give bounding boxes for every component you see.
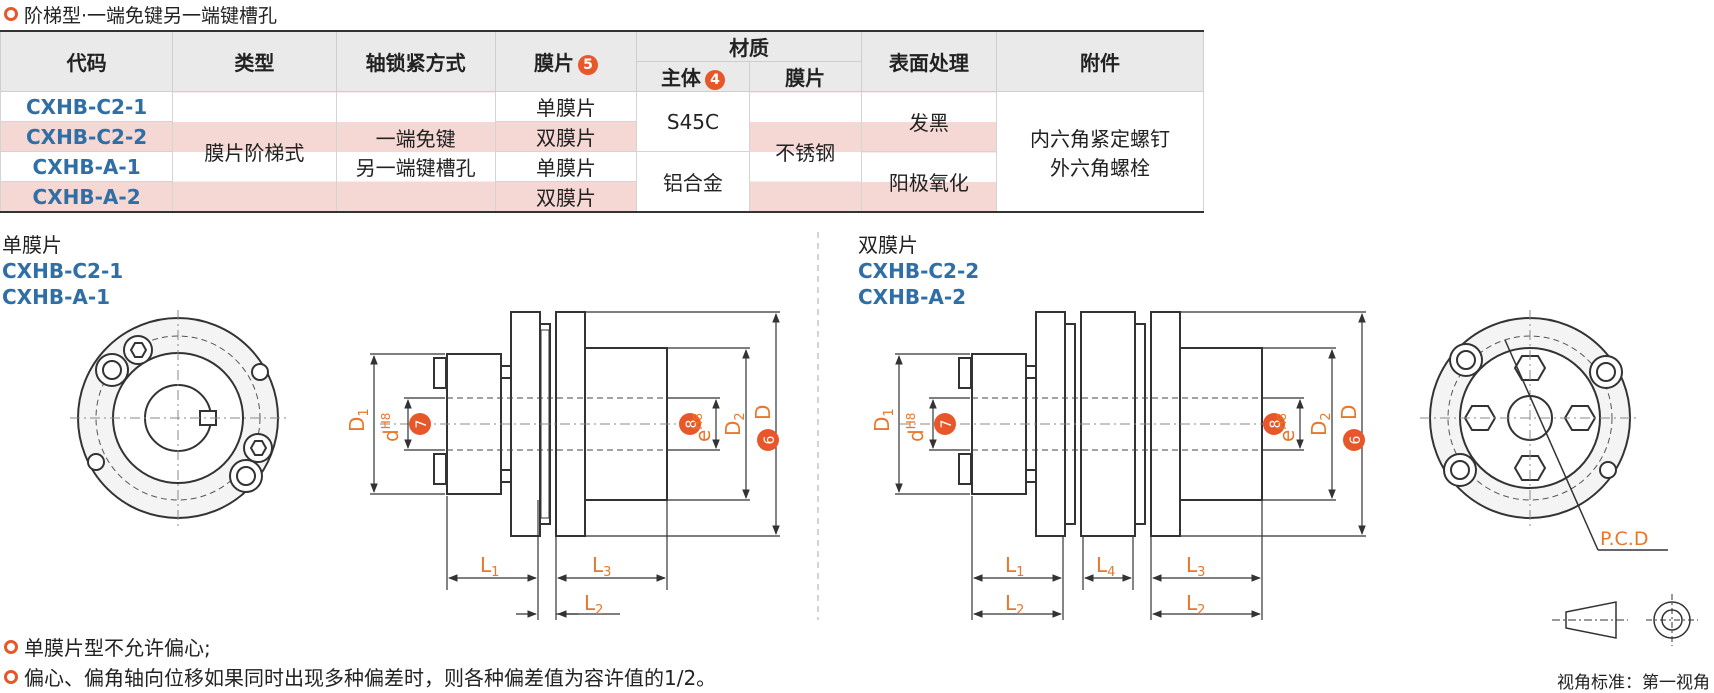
- lock-line-1: 一端免键: [375, 126, 456, 151]
- view-standard: 视角标准：第一视角: [1557, 673, 1710, 693]
- circle-bullet-icon: [4, 639, 18, 654]
- cell-film-material: 不锈钢: [748, 91, 862, 213]
- label-D: D: [1337, 405, 1361, 420]
- single-code-1: CXHB-C2-1: [2, 259, 124, 283]
- label-D1: D1: [345, 408, 372, 432]
- side-view-single: [380, 311, 690, 537]
- accessory-line-1: 内六角紧定螺钉: [1029, 126, 1170, 151]
- row-code: CXHB-A-2: [0, 181, 174, 213]
- label-D2: D2: [1307, 412, 1334, 436]
- cell-type: 膜片阶梯式: [172, 91, 337, 213]
- double-code-1: CXHB-C2-2: [858, 259, 980, 283]
- row-code: CXHB-C2-1: [0, 91, 174, 122]
- circle-bullet-icon: [4, 7, 18, 21]
- note-1: 单膜片型不允许偏心;: [2, 632, 211, 661]
- number-5-badge: 5: [578, 54, 598, 75]
- dims-double: [895, 311, 1366, 620]
- row-code: CXHB-A-1: [0, 151, 174, 182]
- section-header: 阶梯型·一端免键另一端键槽孔: [0, 0, 277, 28]
- label-L1: L1: [480, 553, 499, 580]
- cell-lock: 一端免键另一端键槽孔: [335, 91, 496, 213]
- first-angle-projection-icon: [1552, 594, 1698, 646]
- col-film-label: 膜片: [534, 51, 574, 75]
- single-title: 单膜片: [2, 233, 62, 257]
- cell-film: 双膜片: [494, 121, 638, 152]
- section-title: 阶梯型·一端免键另一端键槽孔: [24, 4, 278, 27]
- dim-labels-single: D1 dH8 7 8 eH8 D2 6 D L1 L3 L2: [345, 405, 779, 618]
- side-view-double: [900, 311, 1285, 537]
- label-L2: L2: [1186, 591, 1205, 618]
- number-4-badge: 4: [704, 69, 725, 90]
- label-L2: L2: [1005, 591, 1024, 618]
- label-D: D: [751, 405, 775, 420]
- cell-film: 双膜片: [494, 181, 638, 213]
- cell-accessory: 内六角紧定螺钉外六角螺栓: [995, 91, 1205, 213]
- dims-single: [370, 311, 780, 620]
- single-film-label: 单膜片 CXHB-C2-1 CXHB-A-1: [2, 232, 123, 310]
- note-2-text: 偏心、偏角轴向位移如果同时出现多种偏差时，则各种偏差值为容许值的1/2。: [24, 666, 717, 690]
- dim-labels-double: D1 dH8 7 8 eH8 D2 6 D L1 L4 L3 L2 L2: [870, 405, 1365, 618]
- label-L2: L2: [584, 591, 603, 618]
- double-title: 双膜片: [858, 233, 918, 257]
- bolt-icon: [87, 335, 273, 493]
- col-type: 类型: [172, 30, 337, 92]
- badge-8: 8: [1268, 420, 1284, 429]
- label-L3: L3: [592, 553, 611, 580]
- lock-line-2: 另一端键槽孔: [355, 155, 476, 180]
- col-lock: 轴锁紧方式: [335, 30, 496, 92]
- label-e: eH8: [691, 413, 715, 442]
- pcd-label: P.C.D: [1600, 528, 1648, 550]
- label-L3: L3: [1186, 553, 1205, 580]
- badge-8: 8: [684, 420, 700, 429]
- col-body-label: 主体: [660, 66, 701, 90]
- end-view-left: [70, 310, 290, 526]
- col-code: 代码: [0, 30, 174, 92]
- col-material: 材质: [636, 30, 862, 62]
- cell-film: 单膜片: [494, 91, 638, 122]
- label-D2: D2: [721, 412, 748, 436]
- accessory-line-2: 外六角螺栓: [1049, 155, 1150, 180]
- cell-body-c2: S45C: [636, 91, 750, 152]
- badge-6: 6: [1348, 435, 1364, 444]
- label-e: eH8: [1275, 413, 1299, 442]
- label-L4: L4: [1096, 553, 1115, 580]
- label-d: dH8: [379, 413, 403, 442]
- badge-6: 6: [762, 435, 778, 444]
- note-2: 偏心、偏角轴向位移如果同时出现多种偏差时，则各种偏差值为容许值的1/2。: [2, 662, 716, 691]
- cell-surface-a: 阳极氧化: [860, 151, 997, 213]
- label-d: dH8: [904, 413, 928, 442]
- end-view-right: P.C.D: [1420, 310, 1668, 551]
- double-code-2: CXHB-A-2: [858, 285, 967, 309]
- cell-film: 单膜片: [494, 151, 638, 182]
- double-film-label: 双膜片 CXHB-C2-2 CXHB-A-2: [858, 232, 979, 310]
- badge-7: 7: [414, 420, 430, 429]
- label-D1: D1: [870, 408, 897, 432]
- cell-body-a: 铝合金: [636, 151, 750, 213]
- single-code-2: CXHB-A-1: [2, 285, 111, 309]
- label-L1: L1: [1005, 553, 1024, 580]
- col-accessory: 附件: [995, 30, 1205, 92]
- note-1-text: 单膜片型不允许偏心;: [24, 636, 211, 660]
- col-surface: 表面处理: [860, 30, 997, 92]
- col-film-material: 膜片: [748, 61, 862, 92]
- circle-bullet-icon: [4, 669, 18, 684]
- row-code: CXHB-C2-2: [0, 121, 174, 152]
- cell-surface-c2: 发黑: [860, 91, 997, 152]
- badge-7: 7: [939, 420, 955, 429]
